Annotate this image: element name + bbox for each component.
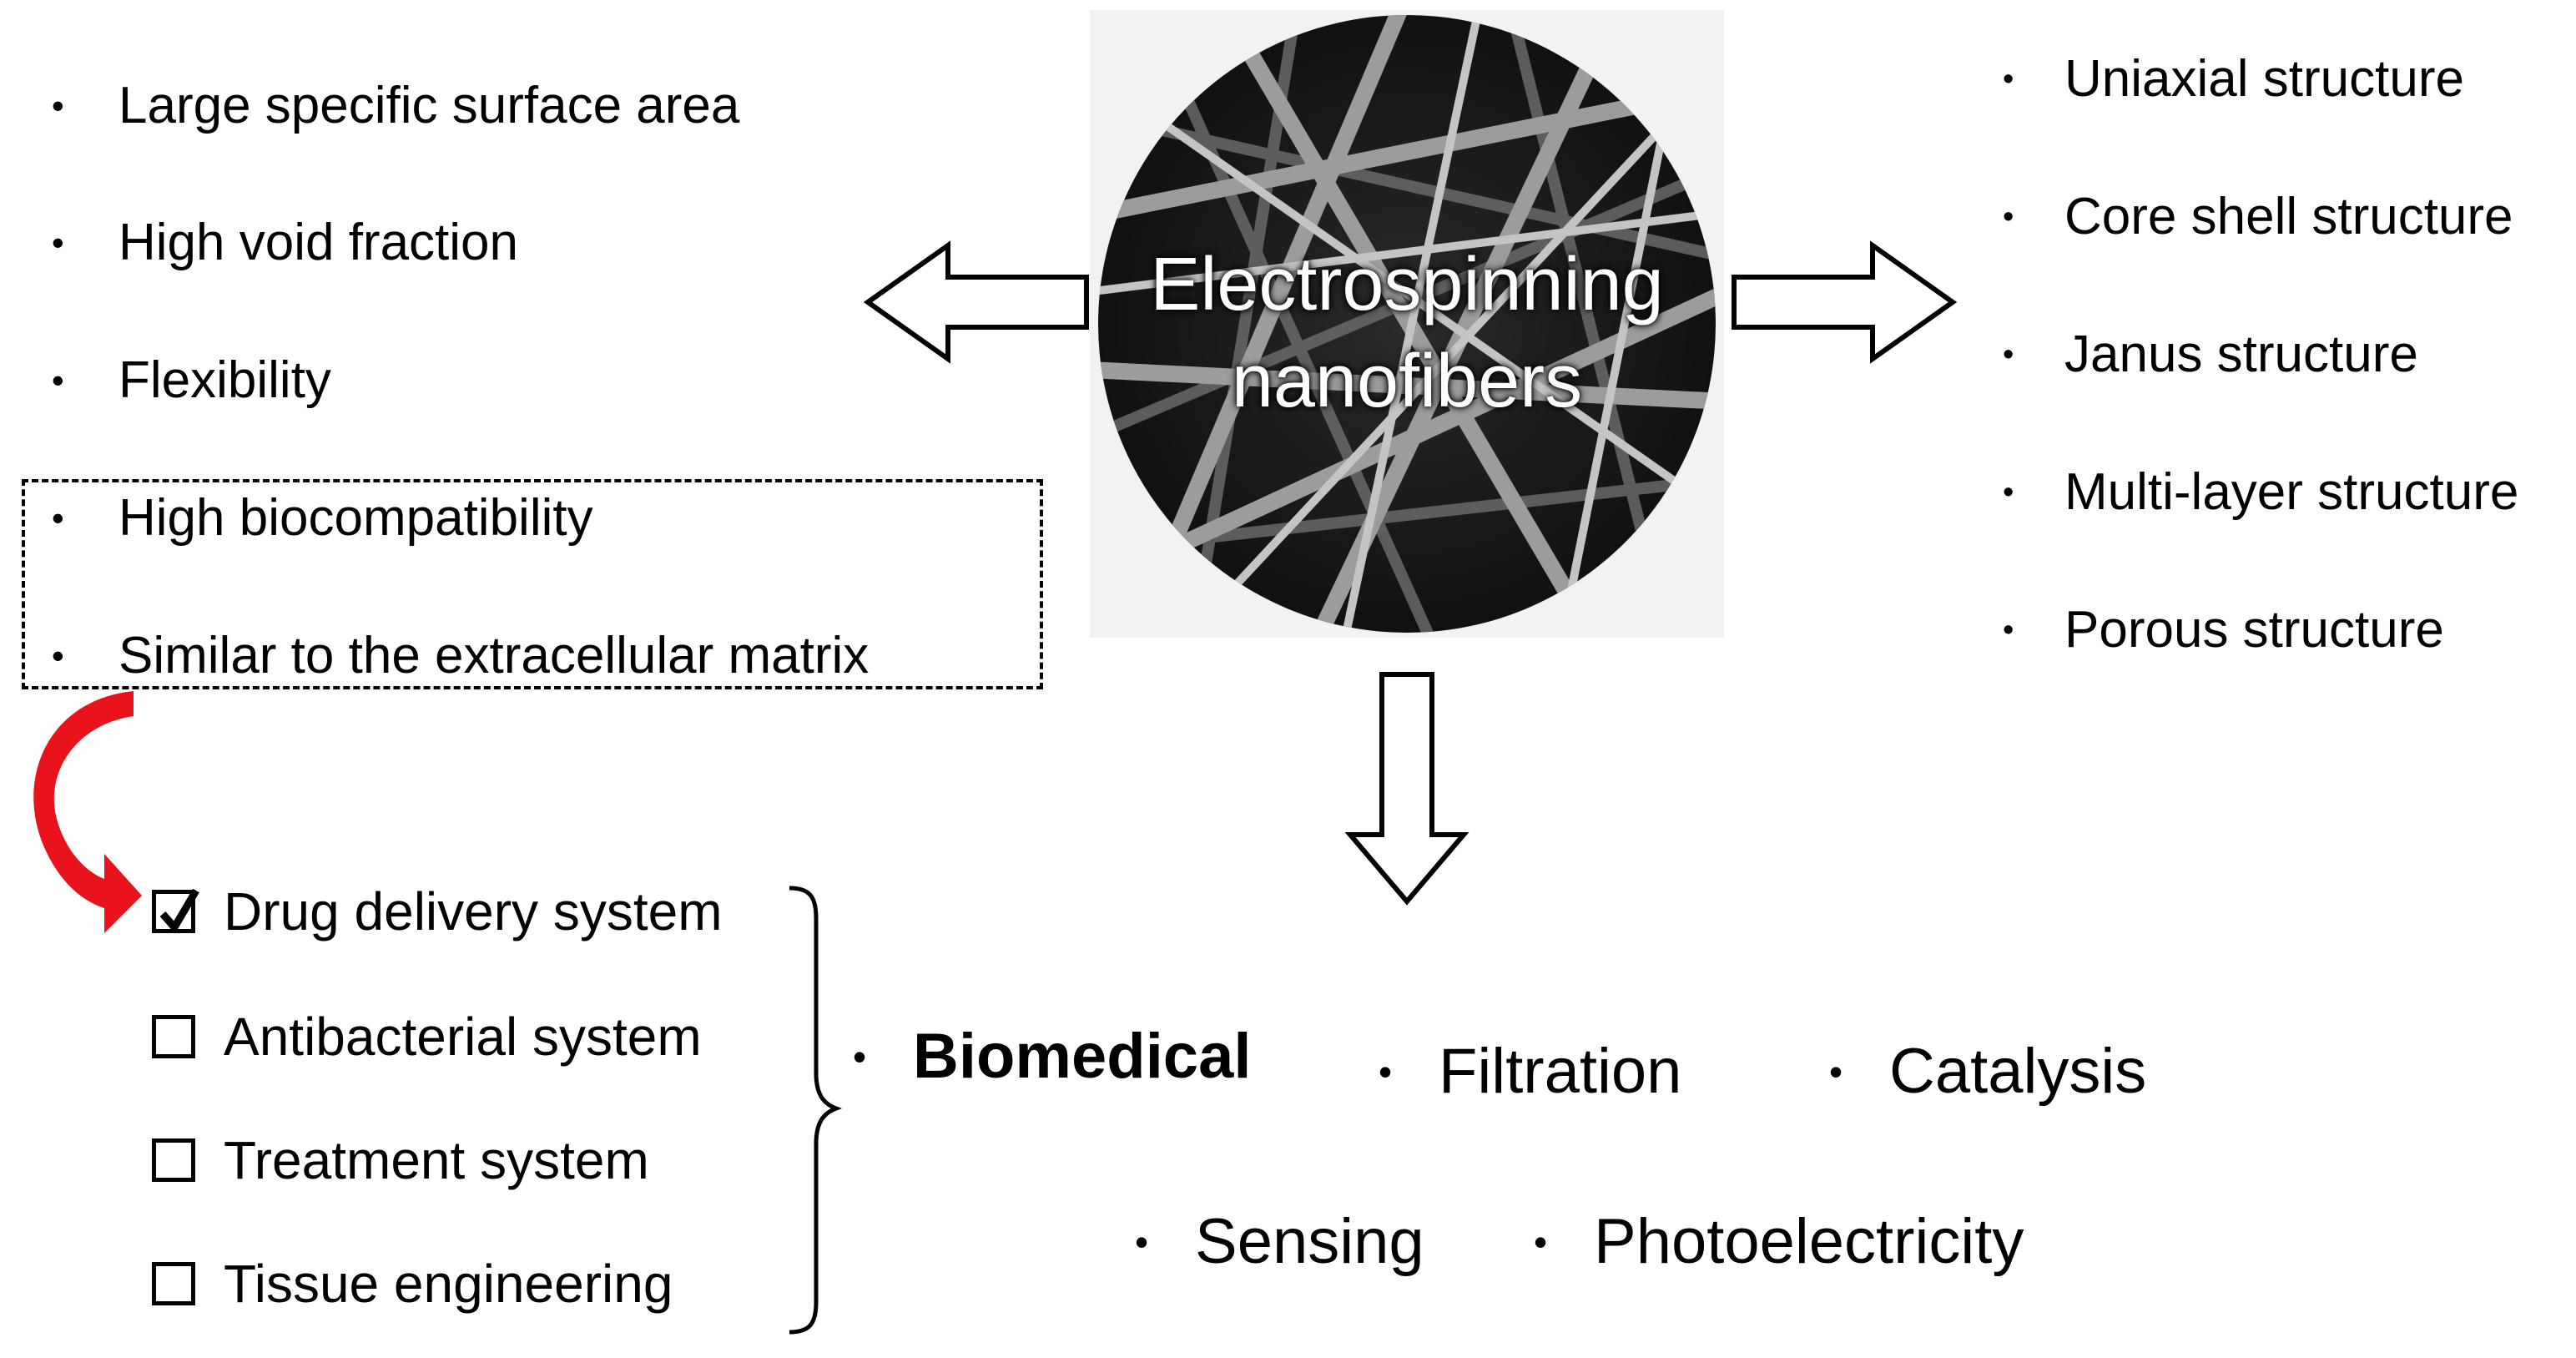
bullet-icon: • (2003, 613, 2014, 648)
structure-item: • Uniaxial structure (2003, 53, 2464, 105)
structure-item: • Multi-layer structure (2003, 467, 2518, 518)
right-arrow-icon (1732, 240, 1958, 364)
structure-label: Porous structure (2064, 601, 2444, 659)
application-label: Sensing (1195, 1206, 1424, 1277)
application-item-catalysis: • Catalysis (1829, 1040, 2146, 1103)
property-item: • Flexibility (52, 355, 331, 406)
property-label: High biocompatibility (118, 489, 593, 547)
unchecked-checkbox-icon (152, 1262, 195, 1305)
bullet-icon: • (2003, 475, 2014, 510)
bullet-icon: • (1379, 1050, 1393, 1093)
bullet-icon: • (1534, 1220, 1548, 1264)
application-item-photoelectricity: • Photoelectricity (1534, 1210, 2024, 1274)
red-curved-arrow-icon (33, 691, 142, 933)
checklist-item: Antibacterial system (152, 1010, 702, 1063)
application-item-sensing: • Sensing (1135, 1210, 1424, 1274)
structure-item: • Porous structure (2003, 604, 2444, 656)
bullet-icon: • (2003, 199, 2014, 235)
bullet-icon: • (2003, 337, 2014, 372)
curly-brace-icon (789, 886, 843, 1335)
application-label: Filtration (1439, 1036, 1682, 1107)
center-title: Electrospinning nanofibers (1090, 236, 1724, 430)
bullet-icon: • (853, 1035, 867, 1078)
checked-checkbox-icon (152, 888, 199, 934)
unchecked-checkbox-icon (152, 1138, 195, 1182)
biocompatibility-highlight-box (22, 479, 1043, 689)
application-label: Biomedical (913, 1021, 1252, 1092)
property-label: Large specific surface area (118, 77, 740, 134)
property-item: • Similar to the extracellular matrix (52, 630, 869, 682)
center-title-line1: Electrospinning (1150, 243, 1664, 326)
bullet-icon: • (52, 361, 64, 400)
left-arrow-icon (863, 240, 1089, 364)
structure-label: Janus structure (2064, 326, 2418, 383)
bullet-icon: • (52, 86, 64, 125)
bullet-icon: • (1829, 1050, 1843, 1093)
structure-item: • Core shell structure (2003, 191, 2513, 243)
property-label: Similar to the extracellular matrix (118, 627, 870, 684)
structure-label: Uniaxial structure (2064, 50, 2464, 108)
application-label: Catalysis (1889, 1036, 2147, 1107)
checklist-label: Antibacterial system (224, 1007, 702, 1067)
center-title-line2: nanofibers (1231, 340, 1583, 423)
checklist-label: Drug delivery system (224, 881, 723, 942)
structure-item: • Janus structure (2003, 329, 2418, 381)
bullet-icon: • (52, 636, 64, 675)
checklist-item: Treatment system (152, 1133, 649, 1187)
bullet-icon: • (2003, 62, 2014, 97)
sem-nanofiber-image (1098, 15, 1716, 633)
application-label: Photoelectricity (1594, 1206, 2024, 1277)
checklist-item: Tissue engineering (152, 1257, 673, 1310)
bullet-icon: • (52, 498, 64, 538)
property-item: • Large specific surface area (52, 80, 739, 132)
application-item-biomedical: • Biomedical (853, 1025, 1251, 1088)
bullet-icon: • (52, 223, 64, 262)
property-item: • High biocompatibility (52, 492, 593, 544)
property-label: High void fraction (118, 214, 519, 271)
application-item-filtration: • Filtration (1379, 1040, 1681, 1103)
checklist-label: Tissue engineering (224, 1254, 673, 1314)
property-label: Flexibility (118, 351, 331, 409)
unchecked-checkbox-icon (152, 1015, 195, 1058)
property-item: • High void fraction (52, 217, 518, 269)
checklist-label: Treatment system (224, 1130, 649, 1190)
structure-label: Core shell structure (2064, 188, 2513, 245)
down-arrow-icon (1344, 672, 1469, 906)
structure-label: Multi-layer structure (2064, 463, 2519, 521)
bullet-icon: • (1135, 1220, 1149, 1264)
checklist-item: Drug delivery system (152, 885, 723, 938)
